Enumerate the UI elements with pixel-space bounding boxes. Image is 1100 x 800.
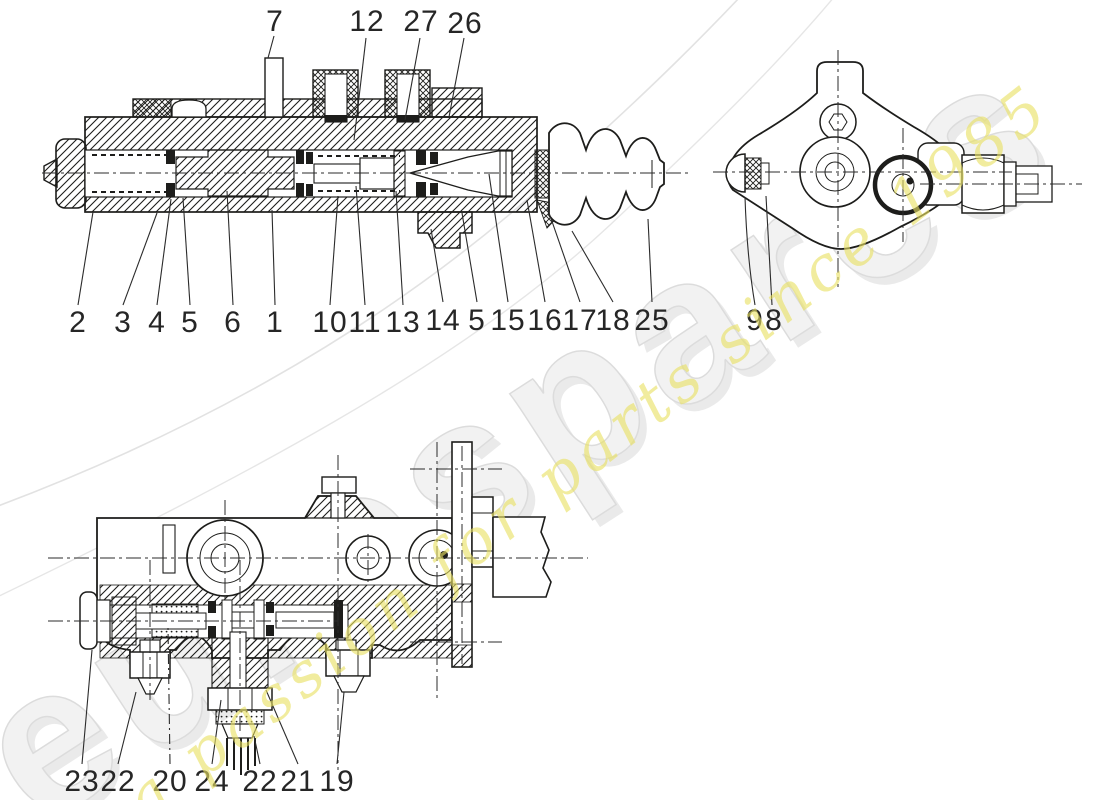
part-callout-4[interactable]: 4: [148, 306, 166, 339]
pin-body: [744, 157, 762, 190]
part-callout-16[interactable]: 16: [527, 304, 562, 337]
part-callout-20[interactable]: 20: [152, 765, 187, 798]
reservoir-port-rear-bore: [396, 73, 420, 123]
check-valve-dome: [171, 99, 207, 118]
bottom-view-leader-lines: [81, 627, 345, 765]
part-callout-5b[interactable]: 5: [468, 304, 486, 337]
spool-seal-lower: [266, 625, 274, 636]
part-callout-18[interactable]: 18: [595, 304, 630, 337]
part-callout-11[interactable]: 11: [348, 306, 381, 339]
stop-washer-lower: [430, 183, 438, 195]
part-callout-19[interactable]: 19: [319, 765, 354, 798]
reservoir-port-front-bore: [324, 73, 348, 123]
part-callout-15[interactable]: 15: [490, 304, 525, 337]
part-callout-26[interactable]: 26: [447, 7, 482, 40]
callout-labels: 7 12 27 26 2 3 4 5 6 1 10 11 13 14 5 15 …: [64, 5, 783, 798]
flange-plate-seal: [132, 98, 172, 118]
spool-flange-right: [253, 599, 265, 640]
part-callout-25[interactable]: 25: [634, 304, 669, 337]
port-rear-seal: [397, 115, 419, 122]
primary-cup-seal-lower: [166, 183, 175, 197]
swoosh-edge-top: [0, 0, 739, 507]
reservoir-pin: [264, 57, 284, 118]
part-callout-21[interactable]: 21: [280, 765, 315, 798]
intermediate-washer: [306, 152, 313, 164]
stop-screw-chamfer: [333, 675, 365, 693]
intermediate-seal: [296, 150, 304, 164]
part-callout-12[interactable]: 12: [349, 5, 384, 38]
part-callout-14[interactable]: 14: [425, 304, 460, 337]
hex-chamfer-arcs: [961, 157, 1005, 211]
longitudinal-section-view: [42, 35, 688, 306]
end-view: [713, 50, 1082, 306]
output-shaft: [492, 516, 552, 598]
port-front-seal: [325, 115, 347, 122]
outlet-port-dot: [906, 177, 914, 185]
part-callout-6[interactable]: 6: [224, 306, 242, 339]
part-callout-22b[interactable]: 22: [242, 765, 277, 798]
spool-seal: [266, 602, 274, 613]
part-callout-27[interactable]: 27: [403, 5, 438, 38]
part-callout-10[interactable]: 10: [312, 306, 347, 339]
spool-center: [231, 611, 255, 629]
part-callout-24[interactable]: 24: [194, 765, 229, 798]
end-view-leader-lines: [744, 195, 773, 306]
secondary-cup-seal-lower: [416, 182, 426, 197]
part-callout-5[interactable]: 5: [181, 306, 199, 339]
part-callout-8[interactable]: 8: [765, 304, 783, 337]
rubber-boot: [548, 122, 665, 226]
part-callout-17[interactable]: 17: [562, 304, 597, 337]
side-elevation-view: [48, 441, 588, 775]
pin-washer: [760, 162, 770, 185]
part-callout-1[interactable]: 1: [266, 306, 284, 339]
part-callout-7[interactable]: 7: [266, 5, 284, 38]
outlet-port-dot2: [440, 551, 448, 559]
part-callout-13[interactable]: 13: [385, 306, 420, 339]
intermediate-washer-lower: [306, 184, 313, 196]
part-callout-22[interactable]: 22: [100, 765, 135, 798]
top-bolt-head: [321, 476, 357, 494]
top-view-leader-lines: [77, 35, 653, 306]
stop-screw-hex: [325, 649, 371, 677]
part-callout-23[interactable]: 23: [64, 765, 99, 798]
secondary-cup-seal: [416, 150, 426, 165]
rod-seal: [208, 601, 216, 613]
mounting-ear: [417, 211, 473, 249]
stop-washer: [430, 152, 438, 164]
boot-clamp-collar: [534, 149, 550, 199]
intermediate-seal-lower: [296, 183, 304, 197]
swoosh-edge-bottom: [0, 0, 833, 597]
part-callout-9[interactable]: 9: [746, 304, 764, 337]
pin-cap: [725, 153, 746, 193]
switch-terminal-pins: [226, 738, 256, 775]
part-callout-2[interactable]: 2: [69, 306, 87, 339]
primary-cup-seal: [166, 150, 175, 164]
rod-seal-lower: [208, 626, 216, 638]
bleeder-hex: [828, 113, 848, 131]
part-callout-3[interactable]: 3: [114, 306, 132, 339]
inlet-slot: [162, 524, 176, 574]
flange-plate-step: [431, 87, 483, 118]
